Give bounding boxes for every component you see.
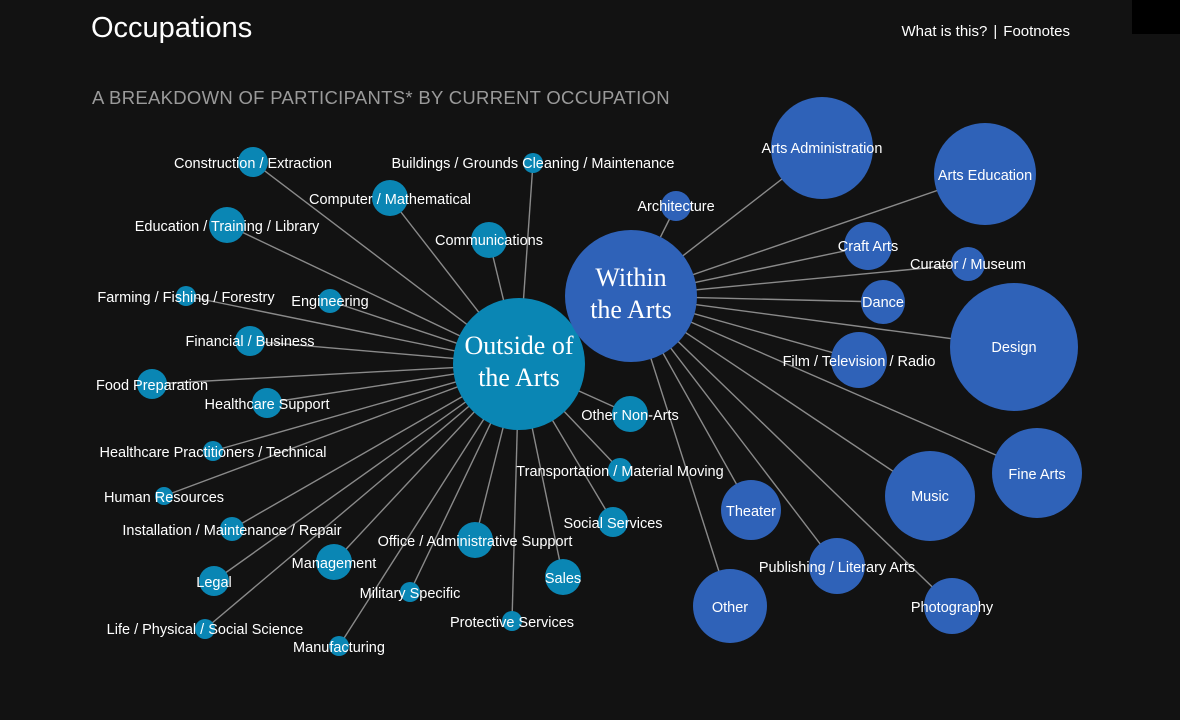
outside-label-healthcare-support: Healthcare Support [205,397,330,413]
outside-label-other-non-arts: Other Non-Arts [581,408,679,424]
within-node-fine-arts[interactable] [992,428,1082,518]
outside-node-engineering[interactable] [318,289,342,313]
within-edge-fine-arts [630,295,1038,474]
within-label-arts-education: Arts Education [938,168,1032,184]
outside-node-protective-services[interactable] [502,611,522,631]
outside-label-human-resources: Human Resources [104,490,224,506]
header-links: What is this? | Footnotes [902,23,1071,40]
within-node-film-television-radio[interactable] [831,332,887,388]
outside-label-installation-maintenance-repair: Installation / Maintenance / Repair [122,523,341,539]
within-label-dance: Dance [862,295,904,311]
outside-node-transportation-material-moving[interactable] [608,458,632,482]
within-node-publishing-literary-arts[interactable] [809,538,865,594]
within-edge-photography [630,295,953,607]
outside-node-life-physical-social-science[interactable] [195,619,215,639]
outside-node-healthcare-support[interactable] [252,388,282,418]
outside-label-healthcare-practitioners-technical: Healthcare Practitioners / Technical [99,445,326,461]
outside-node-office-administrative-support[interactable] [457,522,493,558]
outside-label-engineering: Engineering [291,294,368,310]
hubs: Outside of the Arts Within the Arts [453,230,697,430]
outside-label-manufacturing: Manufacturing [293,640,385,656]
outside-label-transportation-material-moving: Transportation / Material Moving [516,464,723,480]
within-label-fine-arts: Fine Arts [1008,467,1065,483]
within-node-photography[interactable] [924,578,980,634]
outside-label-management: Management [292,556,377,572]
within-label-theater: Theater [726,504,776,520]
outside-label-life-physical-social-science: Life / Physical / Social Science [107,622,304,638]
link-separator: | [993,23,998,40]
nodes [137,97,1082,656]
within-hub-label-line-1: Within [595,263,666,292]
subtitle: A BREAKDOWN OF PARTICIPANTS* BY CURRENT … [92,87,670,108]
outside-node-financial-business[interactable] [235,326,265,356]
within-label-photography: Photography [911,600,994,616]
within-label-publishing-literary-arts: Publishing / Literary Arts [759,560,915,576]
within-label-design: Design [991,340,1036,356]
outside-node-installation-maintenance-repair[interactable] [220,517,244,541]
within-label-craft-arts: Craft Arts [838,239,898,255]
outside-label-food-preparation: Food Preparation [96,378,208,394]
outside-arts-hub[interactable] [453,298,585,430]
outside-node-manufacturing[interactable] [329,636,349,656]
outside-label-office-administrative-support: Office / Administrative Support [378,534,573,550]
outside-label-farming-fishing-forestry: Farming / Fishing / Forestry [97,290,275,306]
outside-node-social-services[interactable] [598,507,628,537]
outside-node-buildings-grounds-cleaning-maintenance[interactable] [523,153,543,173]
within-node-craft-arts[interactable] [844,222,892,270]
within-node-arts-education[interactable] [934,123,1036,225]
outside-label-computer-mathematical: Computer / Mathematical [309,192,471,208]
footnotes-link[interactable]: Footnotes [1003,23,1070,40]
outside-node-farming-fishing-forestry[interactable] [176,286,196,306]
outside-node-sales[interactable] [545,559,581,595]
outside-label-legal: Legal [196,575,231,591]
within-hub-label-line-2: the Arts [590,295,672,324]
outside-node-healthcare-practitioners-technical[interactable] [203,441,223,461]
outside-label-construction-extraction: Construction / Extraction [174,156,332,172]
outside-label-communications: Communications [435,233,543,249]
outside-label-sales: Sales [545,571,581,587]
labels: Construction / Extraction Buildings / Gro… [96,141,1066,656]
outside-node-food-preparation[interactable] [137,369,167,399]
outside-node-management[interactable] [316,544,352,580]
outside-node-construction-extraction[interactable] [238,147,268,177]
page-title: Occupations [91,12,253,44]
outside-label-education-training-library: Education / Training / Library [135,219,320,235]
within-node-architecture[interactable] [661,191,691,221]
within-node-curator-museum[interactable] [951,247,985,281]
outside-edge-life-physical-social-science [204,363,520,630]
within-node-theater[interactable] [721,480,781,540]
within-label-film-television-radio: Film / Television / Radio [783,354,936,370]
within-label-arts-administration: Arts Administration [762,141,883,157]
outside-node-education-training-library[interactable] [209,207,245,243]
outside-node-military-specific[interactable] [400,582,420,602]
within-label-curator-museum: Curator / Museum [910,257,1026,273]
outside-label-military-specific: Military Specific [360,586,461,602]
outside-hub-label-line-1: Outside of [464,331,573,360]
outside-label-social-services: Social Services [563,516,662,532]
within-node-arts-administration[interactable] [771,97,873,199]
within-node-other[interactable] [693,569,767,643]
corner-box [1132,0,1180,34]
within-label-other: Other [712,600,748,616]
outside-node-legal[interactable] [199,566,229,596]
within-node-design[interactable] [950,283,1078,411]
outside-node-communications[interactable] [471,222,507,258]
outside-node-computer-mathematical[interactable] [372,180,408,216]
outside-label-buildings-grounds-cleaning-maintenance: Buildings / Grounds Cleaning / Maintenan… [392,156,675,172]
outside-label-financial-business: Financial / Business [186,334,315,350]
outside-node-human-resources[interactable] [155,487,173,505]
outside-node-other-non-arts[interactable] [612,396,648,432]
outside-hub-label-line-2: the Arts [478,363,560,392]
within-node-dance[interactable] [861,280,905,324]
within-arts-hub[interactable] [565,230,697,362]
what-is-this-link[interactable]: What is this? [901,23,988,40]
within-label-architecture: Architecture [637,199,714,215]
within-label-music: Music [911,489,949,505]
within-node-music[interactable] [885,451,975,541]
outside-label-protective-services: Protective Services [450,615,574,631]
